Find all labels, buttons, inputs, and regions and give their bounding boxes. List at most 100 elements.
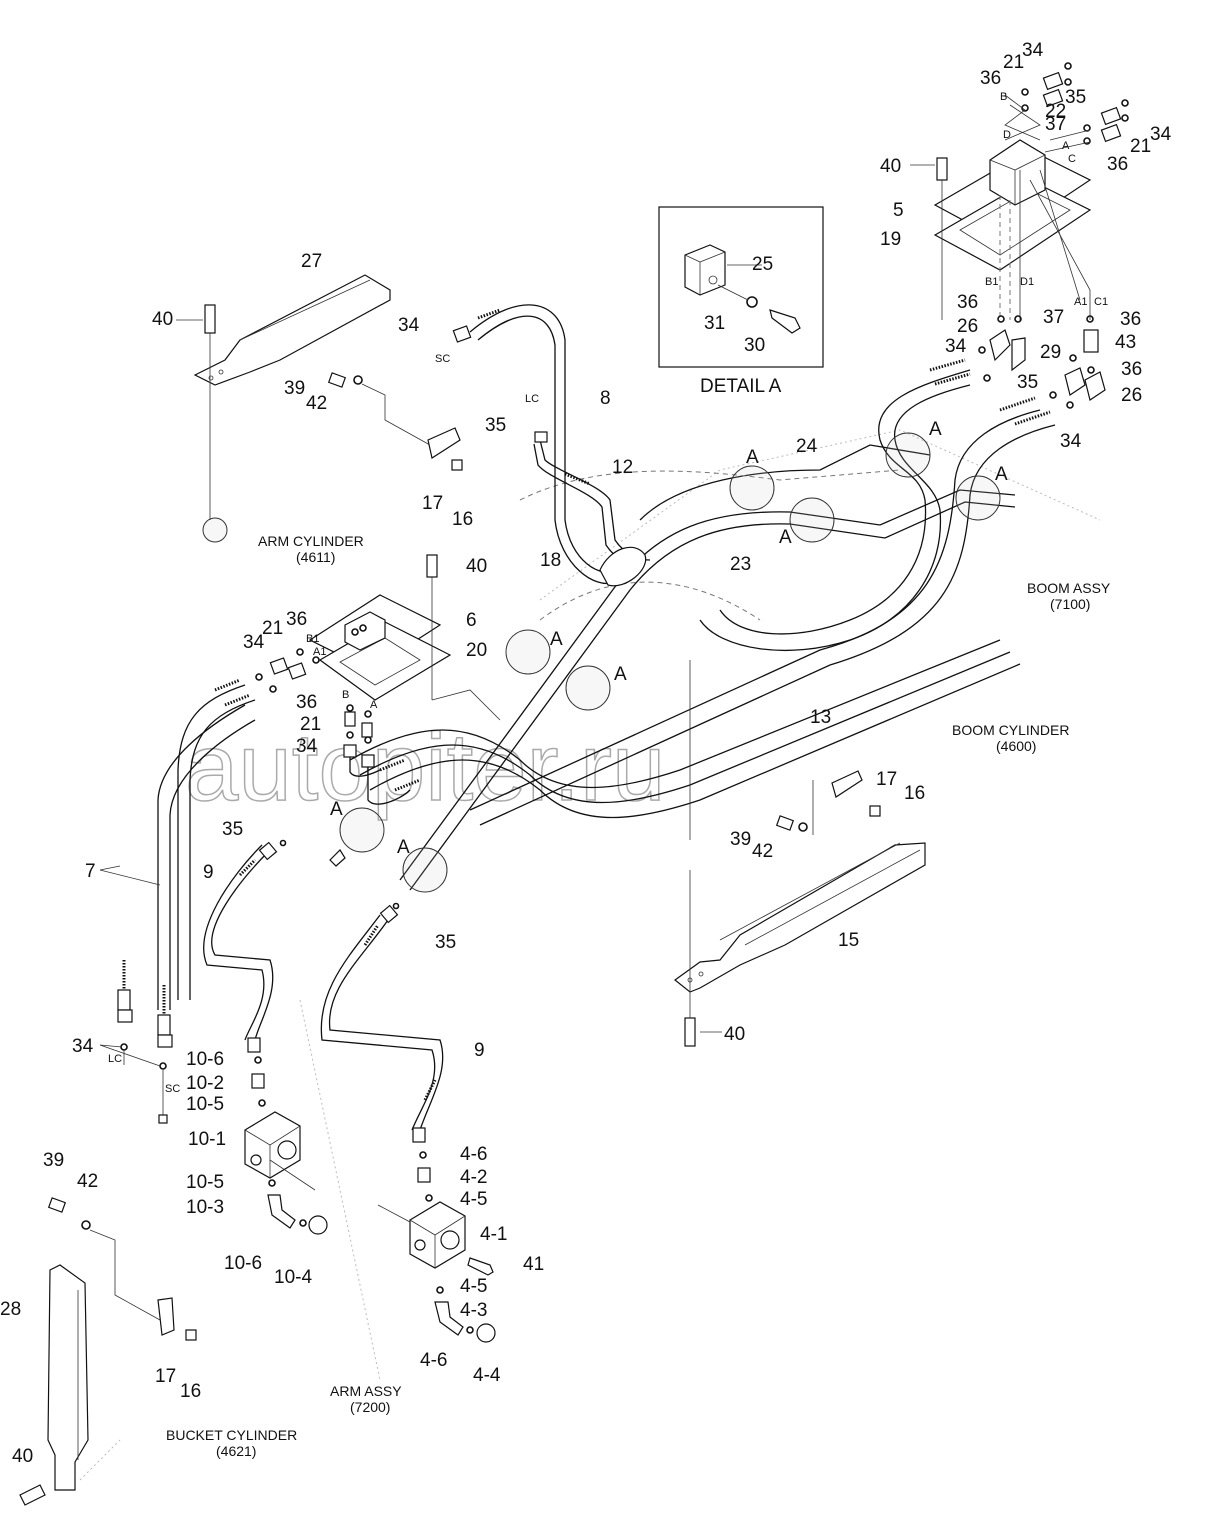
callout-43: 43	[1115, 332, 1136, 353]
section-marker-a: A	[995, 464, 1008, 485]
callout-21: 21	[1130, 136, 1151, 157]
callout-40: 40	[880, 156, 901, 177]
section-marker-a: A	[614, 664, 627, 685]
callout-16: 16	[904, 783, 925, 804]
callout-10-2: 10-2	[186, 1073, 224, 1094]
port-label: C	[1068, 153, 1076, 165]
port-label: C1	[1094, 296, 1108, 308]
cover-27	[176, 274, 391, 520]
callout-17: 17	[155, 1366, 176, 1387]
callout-10-4: 10-4	[274, 1267, 312, 1288]
callout-13: 13	[810, 707, 831, 728]
callout-4-4: 4-4	[473, 1365, 501, 1386]
assembly-arm-cylinder: ARM CYLINDER	[258, 533, 364, 549]
callout-7: 7	[85, 861, 96, 882]
callout-17: 17	[422, 493, 443, 514]
callout-34: 34	[1060, 431, 1082, 452]
callout-25: 25	[752, 254, 773, 275]
port-label: SC	[435, 353, 450, 365]
port-label: A1	[1074, 296, 1087, 308]
callout-31: 31	[704, 313, 725, 334]
callout-27: 27	[301, 251, 322, 272]
port-label: LC	[108, 1053, 122, 1065]
callout-26: 26	[957, 316, 978, 337]
callout-4-3: 4-3	[460, 1300, 487, 1321]
port-label: D	[1003, 129, 1011, 141]
callout-39: 39	[284, 378, 305, 399]
fittings-right	[978, 315, 1106, 409]
callout-10-6: 10-6	[186, 1049, 224, 1070]
callout-15: 15	[838, 930, 859, 951]
callout-35: 35	[1065, 87, 1086, 108]
callout-4-5: 4-5	[460, 1276, 487, 1297]
callout-21: 21	[300, 714, 321, 735]
callout-39: 39	[43, 1150, 64, 1171]
callout-22: 22	[1045, 101, 1066, 122]
hose-9-left	[203, 839, 287, 1053]
assembly-boom-assy-code: (7100)	[1050, 596, 1090, 612]
callout-40: 40	[466, 556, 487, 577]
assembly-arm-assy-code: (7200)	[350, 1399, 390, 1415]
callout-24: 24	[796, 436, 818, 457]
callout-4-2: 4-2	[460, 1167, 487, 1188]
callout-35: 35	[1017, 372, 1038, 393]
port-label: B	[1000, 91, 1007, 103]
callout-36: 36	[1107, 154, 1128, 175]
callout-10-5: 10-5	[186, 1094, 224, 1115]
callout-20: 20	[466, 640, 487, 661]
ghost-boom-outline	[79, 429, 1101, 1481]
callout-4-5: 4-5	[460, 1189, 487, 1210]
fittings-top	[1004, 62, 1129, 153]
callout-37: 37	[1045, 114, 1066, 135]
section-marker-a: A	[330, 799, 343, 820]
bolt-40-top	[910, 157, 948, 320]
hose-9-center	[320, 849, 444, 1143]
assembly-bucket-cylinder-code: (4621)	[216, 1443, 256, 1459]
port-label: A	[1062, 140, 1070, 152]
callout-4-1: 4-1	[480, 1224, 507, 1245]
control-block-top	[933, 139, 1092, 320]
bracket-17-center	[775, 770, 881, 835]
section-marker-a: A	[929, 419, 942, 440]
callout-42: 42	[306, 393, 327, 414]
callout-21: 21	[1003, 52, 1024, 73]
hose-8-pipe-12	[452, 304, 651, 587]
callout-10-5: 10-5	[186, 1172, 224, 1193]
port-label: B1	[985, 276, 998, 288]
assembly-arm-cylinder-code: (4611)	[296, 549, 335, 565]
callout-4-6: 4-6	[460, 1144, 487, 1165]
callout-40: 40	[152, 309, 173, 330]
callout-26: 26	[1121, 385, 1142, 406]
callout-37: 37	[1043, 307, 1064, 328]
callout-36: 36	[1120, 309, 1141, 330]
callout-34: 34	[1150, 124, 1172, 145]
port-label: LC	[525, 393, 539, 405]
callout-35: 35	[222, 819, 243, 840]
callout-5: 5	[893, 200, 904, 221]
callout-42: 42	[77, 1171, 98, 1192]
callout-17: 17	[876, 769, 897, 790]
port-label: SC	[165, 1083, 180, 1095]
assembly-boom-cylinder: BOOM CYLINDER	[952, 722, 1069, 738]
assembly-bucket-cylinder: BUCKET CYLINDER	[166, 1427, 297, 1443]
callout-36: 36	[980, 68, 1001, 89]
section-marker-a: A	[779, 527, 792, 548]
callout-40: 40	[12, 1446, 33, 1467]
callout-29: 29	[1040, 342, 1061, 363]
callout-36: 36	[296, 692, 317, 713]
callout-10-1: 10-1	[188, 1129, 226, 1150]
callout-42: 42	[752, 841, 773, 862]
callout-23: 23	[730, 554, 751, 575]
callout-21: 21	[262, 618, 283, 639]
callout-19: 19	[880, 229, 901, 250]
section-marker-a: A	[746, 447, 759, 468]
callout-34: 34	[296, 736, 318, 757]
hoses-7	[99, 678, 256, 1124]
callout-16: 16	[180, 1381, 201, 1402]
callout-28: 28	[0, 1299, 21, 1320]
callout-36: 36	[1121, 359, 1142, 380]
detail-title: DETAIL A	[700, 376, 782, 397]
port-label: B	[342, 689, 349, 701]
valve-10	[244, 1056, 328, 1235]
